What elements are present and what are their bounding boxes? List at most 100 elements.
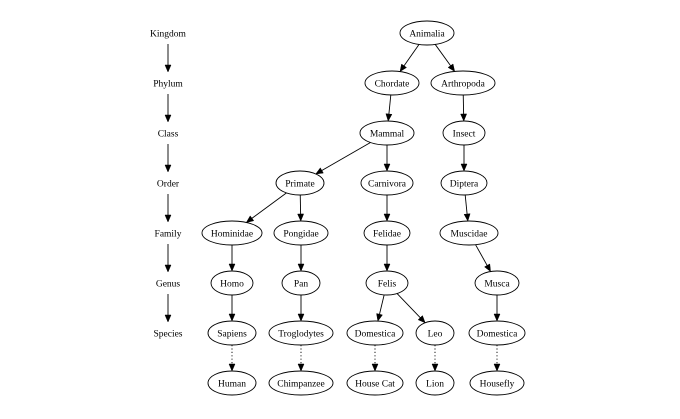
arrow-head-icon	[385, 113, 393, 122]
node-diptera: Diptera	[440, 170, 488, 196]
node-label: House Cat	[355, 380, 395, 390]
node-muscidae: Muscidae	[439, 220, 499, 246]
node-ellipse	[273, 220, 329, 246]
node-ellipse	[201, 220, 263, 246]
rank-arrow-head-icon	[164, 114, 172, 123]
edge-leo-lion	[431, 345, 439, 372]
rank-arrow-head-icon	[164, 214, 172, 223]
node-domestica_cat: Domestica	[346, 320, 404, 346]
edge-mammal-primate	[315, 142, 371, 175]
node-ellipse	[415, 320, 455, 346]
node-insect: Insect	[442, 120, 486, 146]
edge-carnivora-felidae	[383, 195, 391, 222]
node-label: Carnivora	[368, 180, 407, 190]
rank-arrow-head-icon	[164, 314, 172, 323]
arrow-head-icon	[371, 363, 379, 372]
rank-label-genus: Genus	[156, 280, 181, 290]
arrow-head-icon	[228, 263, 236, 272]
arrow-head-icon	[399, 63, 407, 73]
arrow-head-icon	[493, 363, 501, 372]
node-chimpanzee: Chimpanzee	[268, 370, 334, 396]
edge-line	[475, 244, 489, 267]
edge-primate-hominidae	[245, 192, 287, 223]
node-ellipse	[365, 270, 409, 296]
rank-label-order: Order	[157, 180, 180, 190]
node-chordate: Chordate	[364, 70, 420, 96]
node-human: Human	[207, 370, 257, 396]
node-ellipse	[439, 220, 499, 246]
node-ellipse	[364, 70, 420, 96]
node-sapiens: Sapiens	[207, 320, 257, 346]
edge-hominidae-homo	[228, 245, 236, 272]
node-homo: Homo	[210, 270, 254, 296]
edge-line	[434, 44, 452, 67]
node-label: Sapiens	[217, 330, 247, 340]
node-label: Insect	[453, 130, 476, 140]
node-lion: Lion	[415, 370, 455, 396]
arrow-head-icon	[431, 363, 439, 372]
node-label: Lion	[426, 380, 444, 390]
arrow-head-icon	[297, 213, 304, 222]
edge-pongidae-pan	[297, 245, 305, 272]
node-housecat: House Cat	[346, 370, 404, 396]
node-primate: Primate	[275, 170, 325, 196]
arrow-head-icon	[245, 215, 255, 223]
node-ellipse	[360, 170, 414, 196]
rank-arrow-head-icon	[164, 64, 172, 73]
arrow-head-icon	[315, 167, 324, 175]
node-domestica_fly: Domestica	[468, 320, 526, 346]
node-ellipse	[469, 370, 525, 396]
node-felis: Felis	[365, 270, 409, 296]
node-label: Musca	[484, 280, 510, 290]
node-ellipse	[440, 170, 488, 196]
edge-mammal-carnivora	[383, 145, 391, 172]
node-pongidae: Pongidae	[273, 220, 329, 246]
edge-line	[320, 142, 371, 172]
node-ellipse	[268, 370, 334, 396]
node-ellipse	[363, 220, 411, 246]
node-troglodytes: Troglodytes	[268, 320, 334, 346]
edge-line	[250, 192, 287, 220]
arrow-head-icon	[376, 313, 383, 322]
edge-felis-leo	[396, 293, 426, 324]
node-label: Pongidae	[283, 230, 318, 240]
arrow-head-icon	[383, 213, 391, 222]
node-label: Troglodytes	[278, 330, 324, 340]
edge-diptera-muscidae	[463, 194, 471, 222]
rank-label-species: Species	[153, 330, 182, 340]
node-label: Diptera	[450, 180, 479, 190]
edge-line	[403, 44, 420, 67]
edge-domestica_fly-housefly	[493, 345, 501, 372]
edge-line	[378, 294, 385, 316]
edge-arthropoda-insect	[460, 94, 467, 122]
node-ellipse	[474, 270, 520, 296]
node-label: Homo	[220, 280, 244, 290]
node-label: Felidae	[373, 230, 401, 240]
node-label: Chordate	[375, 80, 410, 90]
node-label: Primate	[285, 180, 315, 190]
edge-troglodytes-chimpanzee	[297, 345, 305, 372]
arrow-head-icon	[417, 315, 426, 324]
edge-homo-sapiens	[228, 295, 236, 322]
node-label: Felis	[378, 280, 397, 290]
arrow-head-icon	[447, 63, 456, 72]
node-mammal: Mammal	[359, 120, 415, 146]
node-label: Leo	[428, 330, 443, 340]
node-label: Muscidae	[451, 230, 488, 240]
edge-musca-domestica_fly	[493, 295, 501, 322]
arrow-head-icon	[297, 313, 305, 322]
rank-label-kingdom: Kingdom	[150, 30, 187, 40]
edge-primate-pongidae	[297, 194, 304, 222]
edge-muscidae-musca	[475, 244, 491, 273]
edge-insect-diptera	[460, 145, 468, 172]
node-label: Mammal	[370, 130, 405, 140]
node-label: Human	[218, 380, 246, 390]
edge-animalia-chordate	[399, 44, 420, 73]
node-label: Chimpanzee	[277, 380, 324, 390]
node-ellipse	[359, 120, 415, 146]
node-housefly: Housefly	[469, 370, 525, 396]
node-ellipse	[210, 270, 254, 296]
edge-animalia-arthropoda	[434, 44, 456, 72]
